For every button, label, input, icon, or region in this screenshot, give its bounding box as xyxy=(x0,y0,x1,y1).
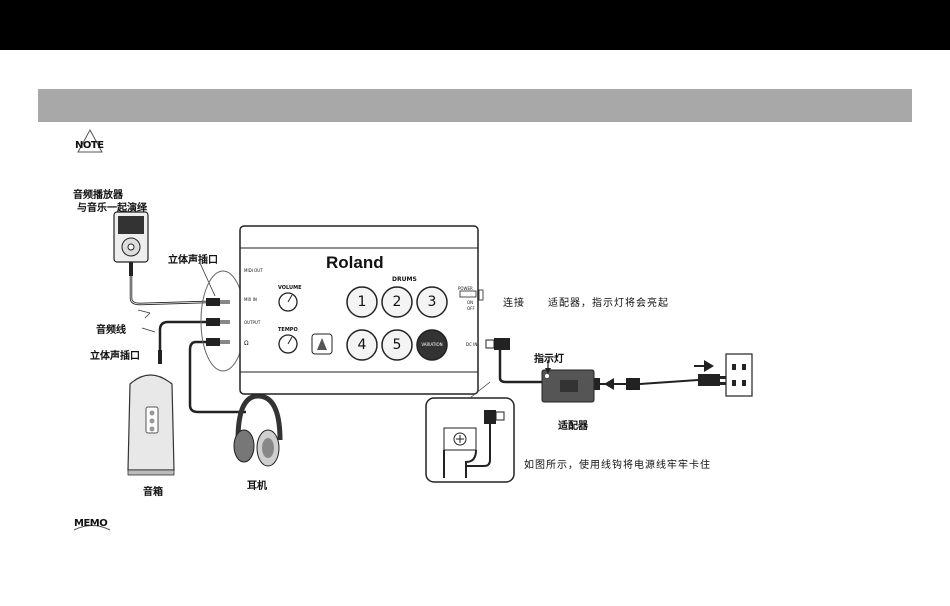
pad-5: 5 xyxy=(389,337,405,353)
mix-in-label: MIX IN xyxy=(244,297,257,302)
audio-player-icon xyxy=(114,212,148,276)
volume-label: VOLUME xyxy=(278,285,302,291)
device-brand: Roland xyxy=(326,253,384,273)
power-label: POWER xyxy=(458,286,473,291)
device-product: DRUMS xyxy=(392,276,417,283)
cord-hook-inset xyxy=(426,382,514,482)
wall-outlet-icon xyxy=(726,354,752,396)
output-label: OUTPUT xyxy=(244,320,260,325)
power-on-label: ON xyxy=(467,300,473,305)
pad-variation: VARIATION xyxy=(420,342,444,347)
phones-label: Ω xyxy=(244,340,249,347)
pad-3: 3 xyxy=(424,294,440,310)
pad-1: 1 xyxy=(354,294,370,310)
pad-2: 2 xyxy=(389,294,405,310)
midi-out-label: MIDI OUT xyxy=(244,268,263,273)
pad-4: 4 xyxy=(354,337,370,353)
headphones-icon xyxy=(234,396,280,466)
dc-in-label: DC IN xyxy=(466,342,477,347)
tempo-label: TEMPO xyxy=(278,327,298,333)
speaker-icon xyxy=(128,375,174,475)
jack-plugs xyxy=(206,298,230,346)
power-off-label: OFF xyxy=(467,306,475,311)
adapter-icon xyxy=(542,370,600,402)
